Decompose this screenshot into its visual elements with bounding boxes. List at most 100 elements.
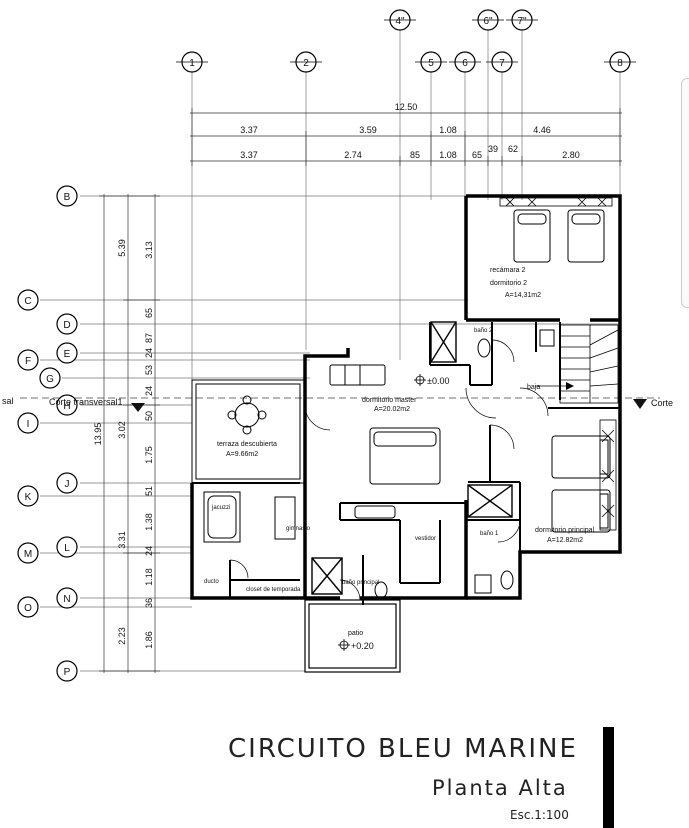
axis-label-left: F bbox=[25, 356, 31, 367]
section-labels: sal Corte transversal1 Corte bbox=[2, 396, 673, 408]
axis-label-left: N bbox=[63, 594, 70, 605]
top-dimension-lines bbox=[190, 108, 622, 166]
dim-label: 65 bbox=[472, 150, 482, 160]
dim-label: 24 bbox=[144, 348, 154, 358]
dim-label: 1.75 bbox=[144, 446, 154, 464]
axis-label-left: B bbox=[64, 192, 71, 203]
section-label-left: Corte transversal1 bbox=[49, 397, 123, 407]
room-name: dormitorio principal bbox=[535, 527, 595, 534]
room-area: A=9.66m2 bbox=[226, 451, 258, 458]
axis-label-top: 6 bbox=[462, 58, 468, 69]
axis-label-top: 4" bbox=[395, 16, 405, 27]
dim-label: 2.74 bbox=[344, 150, 362, 160]
level-value: +0.20 bbox=[351, 641, 374, 651]
dim-label: 1.08 bbox=[439, 125, 457, 135]
main-walls bbox=[190, 194, 622, 600]
stair-arrow bbox=[566, 382, 574, 390]
axis-label-top: 5 bbox=[428, 58, 434, 69]
dim-total-height: 13.95 bbox=[93, 423, 103, 446]
dim-label: 2.80 bbox=[562, 150, 580, 160]
room-name: ducto bbox=[204, 579, 219, 585]
dim-label: 2.23 bbox=[117, 627, 127, 645]
project-title: CIRCUITO BLEU MARINE bbox=[228, 734, 578, 764]
room-area: A=14,31m2 bbox=[505, 292, 541, 299]
axis-label-left: L bbox=[64, 543, 70, 554]
top-bubble-ticks bbox=[176, 19, 636, 63]
room-labels: recámara 2 dormitorio 2 A=14,31m2 baño 2… bbox=[204, 267, 595, 651]
axis-label-left: C bbox=[24, 296, 31, 307]
staircase bbox=[535, 324, 619, 404]
dim-label: 53 bbox=[144, 365, 154, 375]
left-axis-labels: B C D F E G H I J K L M N O P bbox=[24, 192, 71, 678]
dim-label: 51 bbox=[144, 486, 154, 496]
level-value: ±0.00 bbox=[427, 376, 449, 386]
axis-label-top: 7" bbox=[517, 16, 527, 27]
room-area: A=12.82m2 bbox=[547, 537, 583, 544]
axis-label-left: K bbox=[25, 492, 32, 503]
dim-total-width: 12.50 bbox=[395, 102, 418, 112]
room-name: closet de temporada bbox=[246, 587, 301, 593]
stair-direction: baja bbox=[527, 384, 540, 391]
dim-label: 50 bbox=[144, 411, 154, 421]
axis-label-left: E bbox=[64, 349, 71, 360]
dim-label: 24 bbox=[144, 546, 154, 556]
axis-label-left: D bbox=[63, 320, 70, 331]
dim-label: 39 bbox=[488, 144, 498, 154]
room-area: A=20.02m2 bbox=[374, 406, 410, 413]
axis-label-left: G bbox=[46, 374, 54, 385]
axis-label-top: 7 bbox=[499, 58, 505, 69]
side-panel-edge bbox=[681, 78, 689, 308]
title-block-bar bbox=[603, 727, 614, 828]
room-name: vestidor bbox=[415, 536, 436, 542]
axis-label-top: 8 bbox=[617, 58, 623, 69]
left-axis-bubbles bbox=[17, 185, 78, 682]
top-dimension-text: 12.50 3.37 3.59 1.08 4.46 3.37 2.74 85 1… bbox=[240, 102, 580, 160]
dim-label: 3.37 bbox=[240, 150, 258, 160]
room-name: gimnasio bbox=[286, 526, 311, 532]
axis-label-left: J bbox=[65, 479, 70, 490]
vertical-axis-lines bbox=[191, 30, 621, 485]
room-name: patio bbox=[348, 630, 363, 637]
room-name: recámara 2 bbox=[490, 267, 526, 274]
dim-label: 5.39 bbox=[117, 239, 127, 257]
level-markers bbox=[338, 374, 426, 651]
dim-label: 3.13 bbox=[144, 241, 154, 259]
axis-label-left: O bbox=[24, 603, 32, 614]
room-name: baño principal bbox=[342, 580, 379, 586]
section-label-right: Corte bbox=[651, 398, 673, 408]
room-name: dormitorio master bbox=[362, 397, 417, 404]
dim-label: 85 bbox=[410, 150, 420, 160]
interior-walls bbox=[192, 322, 620, 605]
shafts bbox=[311, 321, 513, 595]
dim-label: 4.46 bbox=[533, 125, 551, 135]
axis-label-top: 6" bbox=[483, 16, 493, 27]
dim-label: 3.02 bbox=[117, 421, 127, 439]
dim-label: 62 bbox=[508, 144, 518, 154]
room-name: jacuzzi bbox=[211, 505, 230, 511]
axis-label-left: M bbox=[24, 549, 32, 560]
axis-label-left: I bbox=[27, 419, 30, 430]
door-swings bbox=[229, 339, 549, 601]
dim-label: 1.08 bbox=[439, 150, 457, 160]
axis-label-top: 1 bbox=[189, 58, 195, 69]
section-arrow-right bbox=[633, 399, 647, 409]
dim-label: 24 bbox=[144, 386, 154, 396]
room-name: terraza descubierta bbox=[217, 441, 277, 448]
room-name: dormitorio 2 bbox=[490, 280, 527, 287]
axis-label-left: P bbox=[64, 667, 71, 678]
dim-label: 36 bbox=[144, 598, 154, 608]
dim-label: 65 bbox=[144, 308, 154, 318]
room-name: baño 2 bbox=[474, 328, 493, 334]
dim-label: 3.59 bbox=[359, 125, 377, 135]
axis-label-left: H bbox=[63, 401, 70, 412]
dim-label: 3.37 bbox=[240, 125, 258, 135]
beds bbox=[203, 209, 611, 599]
top-axis-bubbles bbox=[181, 9, 631, 73]
dim-label: 3.31 bbox=[117, 531, 127, 549]
dim-label: 87 bbox=[144, 333, 154, 343]
dim-label: 1.86 bbox=[144, 631, 154, 649]
window-hatches bbox=[499, 197, 617, 531]
plan-scale: Esc.1:100 bbox=[510, 808, 569, 822]
room-name: baño 1 bbox=[480, 531, 499, 537]
